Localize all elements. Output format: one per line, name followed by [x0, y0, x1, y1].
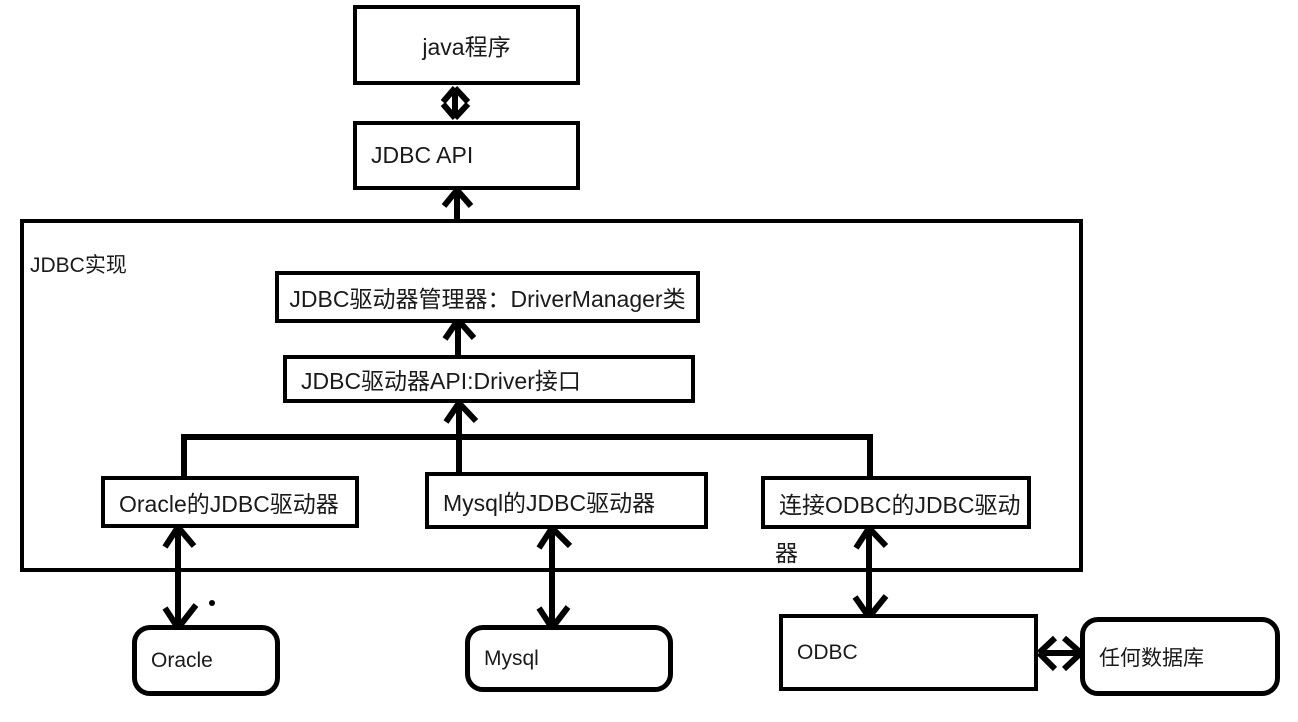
node-jdbc-api-label: JDBC API: [371, 142, 474, 168]
jdbc-implementation-label: JDBC实现: [30, 254, 127, 277]
node-driver-api-label: JDBC驱动器API:Driver接口: [301, 368, 581, 394]
node-oracle-database[interactable]: Oracle: [132, 625, 280, 696]
node-mysql-driver-label: Mysql的JDBC驱动器: [443, 489, 656, 516]
node-mysql-database[interactable]: Mysql: [465, 625, 673, 692]
node-oracle-driver-label: Oracle的JDBC驱动器: [119, 491, 339, 517]
node-oracle-database-label: Oracle: [151, 648, 213, 672]
node-odbc-driver-label: 连接ODBC的JDBC驱动: [779, 491, 1021, 518]
node-java-program[interactable]: java程序: [353, 5, 580, 85]
node-any-database-label: 任何数据库: [1099, 646, 1204, 670]
edge-drivermanager-to-jdbcapi: [441, 188, 474, 219]
edge-odbc-to-anydatabase: [1036, 635, 1084, 672]
edge-java-to-jdbcapi: [440, 85, 471, 121]
node-odbc-driver[interactable]: 连接ODBC的JDBC驱动: [761, 476, 1031, 529]
node-jdbc-api[interactable]: JDBC API: [353, 121, 580, 190]
node-any-database[interactable]: 任何数据库: [1080, 617, 1280, 696]
node-driver-manager[interactable]: JDBC驱动器管理器：DriverManager类: [275, 271, 700, 323]
node-java-program-label: java程序: [422, 34, 511, 60]
node-odbc-label: ODBC: [797, 640, 858, 664]
node-driver-api[interactable]: JDBC驱动器API:Driver接口: [283, 355, 695, 403]
jdbc-implementation-container: [20, 219, 1083, 572]
node-oracle-driver[interactable]: Oracle的JDBC驱动器: [101, 476, 359, 528]
node-mysql-driver[interactable]: Mysql的JDBC驱动器: [425, 472, 708, 529]
node-mysql-database-label: Mysql: [484, 646, 539, 670]
node-odbc[interactable]: ODBC: [779, 614, 1038, 691]
node-odbc-driver-overflow-label: 器: [775, 534, 798, 568]
node-driver-manager-label: JDBC驱动器管理器：DriverManager类: [289, 286, 686, 312]
